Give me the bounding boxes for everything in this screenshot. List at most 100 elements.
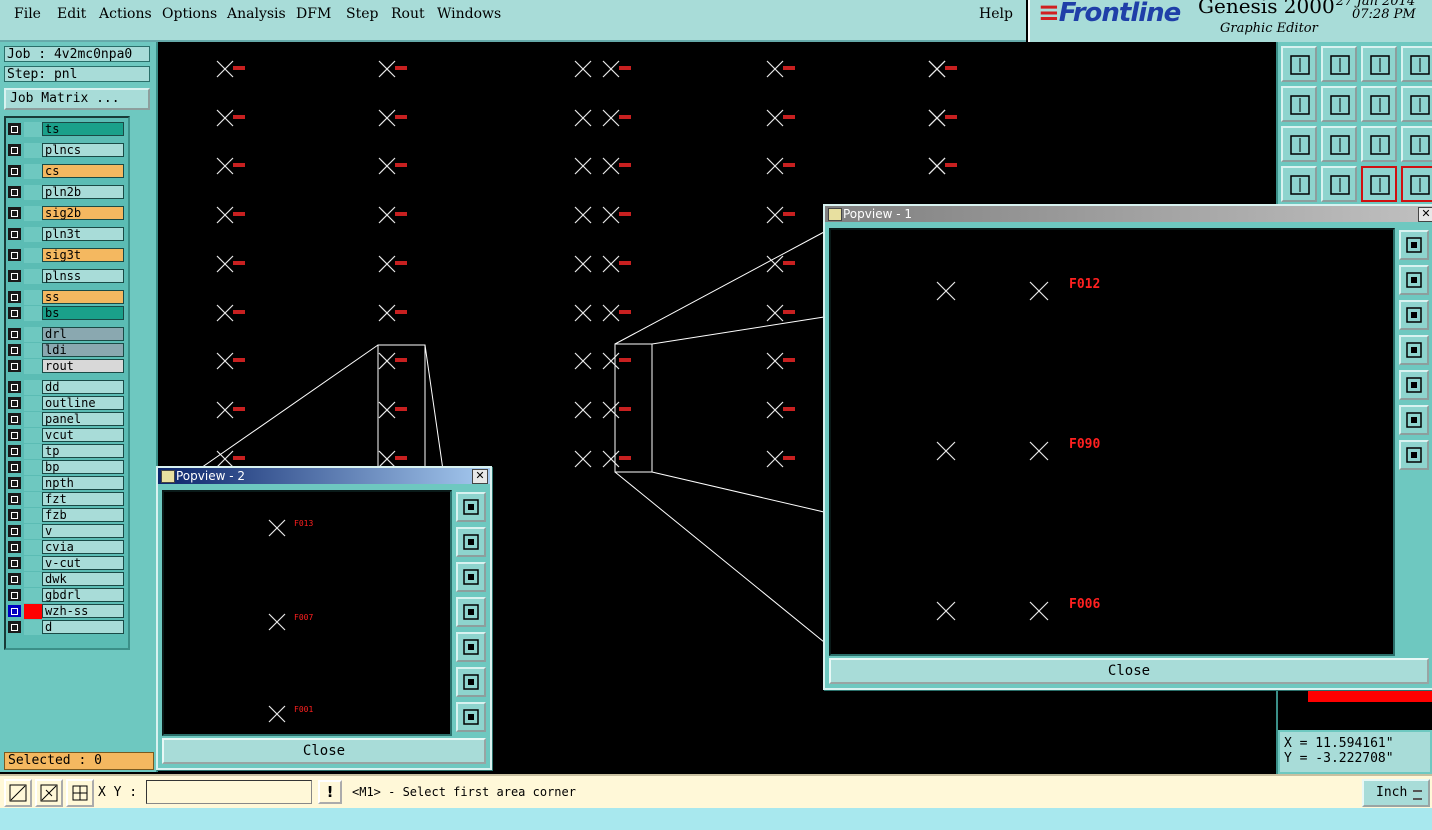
- scale-icon[interactable]: [1361, 126, 1397, 162]
- layer-row-npth[interactable]: npth: [6, 476, 128, 491]
- measure-icon[interactable]: [35, 779, 63, 807]
- popview-1-close-button[interactable]: Close: [829, 658, 1429, 684]
- zoom-fit-icon[interactable]: [1399, 405, 1429, 435]
- pan-up-icon[interactable]: [1399, 265, 1429, 295]
- pan-left-icon[interactable]: [456, 597, 486, 627]
- layer-checkbox[interactable]: [8, 344, 21, 356]
- close-icon[interactable]: ✕: [1418, 207, 1432, 222]
- layer-row-tp[interactable]: tp: [6, 444, 128, 459]
- layer-name[interactable]: fzb: [42, 508, 124, 522]
- layer-name[interactable]: plnss: [42, 269, 124, 283]
- layer-row-wzh-ss[interactable]: wzh-ss: [6, 604, 128, 619]
- layer-name[interactable]: sig2b: [42, 206, 124, 220]
- traffic-light-icon[interactable]: [1361, 166, 1397, 202]
- menu-windows[interactable]: Windows: [437, 6, 502, 22]
- menu-analysis[interactable]: Analysis: [227, 6, 286, 22]
- layer-checkbox[interactable]: [8, 429, 21, 441]
- layer-row-ts[interactable]: ts: [6, 122, 128, 137]
- zoom-home-icon[interactable]: [456, 492, 486, 522]
- layer-checkbox[interactable]: [8, 165, 21, 177]
- layer-checkbox[interactable]: [8, 477, 21, 489]
- layer-row-v-cut[interactable]: v-cut: [6, 556, 128, 571]
- layer-row-pln3t[interactable]: pln3t: [6, 227, 128, 242]
- layer-checkbox[interactable]: [8, 557, 21, 569]
- layer-name[interactable]: outline: [42, 396, 124, 410]
- job-matrix-button[interactable]: Job Matrix ...: [4, 88, 150, 110]
- popview-2-titlebar[interactable]: Popview - 2: [158, 468, 490, 484]
- layer-checkbox[interactable]: [8, 397, 21, 409]
- layer-name[interactable]: cvia: [42, 540, 124, 554]
- layer-name[interactable]: vcut: [42, 428, 124, 442]
- layer-checkbox[interactable]: [8, 307, 21, 319]
- layer-checkbox[interactable]: [8, 525, 21, 537]
- layer-row-plncs[interactable]: plncs: [6, 143, 128, 158]
- layer-row-fzt[interactable]: fzt: [6, 492, 128, 507]
- layer-row-ldi[interactable]: ldi: [6, 343, 128, 358]
- layer-name[interactable]: dwk: [42, 572, 124, 586]
- layer-name[interactable]: v-cut: [42, 556, 124, 570]
- layer-checkbox[interactable]: [8, 445, 21, 457]
- layer-row-panel[interactable]: panel: [6, 412, 128, 427]
- home-icon[interactable]: [1361, 46, 1397, 82]
- layer-name[interactable]: rout: [42, 359, 124, 373]
- close-icon[interactable]: ✕: [472, 469, 488, 484]
- layer-checkbox[interactable]: [8, 228, 21, 240]
- layer-row-dd[interactable]: dd: [6, 380, 128, 395]
- menu-edit[interactable]: Edit: [57, 6, 87, 22]
- menu-dfm[interactable]: DFM: [296, 6, 332, 22]
- layer-row-bp[interactable]: bp: [6, 460, 128, 475]
- layer-checkbox[interactable]: [8, 328, 21, 340]
- layer-name[interactable]: v: [42, 524, 124, 538]
- layer-name[interactable]: npth: [42, 476, 124, 490]
- layer-name[interactable]: wzh-ss: [42, 604, 124, 618]
- layer-row-cs[interactable]: cs: [6, 164, 128, 179]
- layer-name[interactable]: pln2b: [42, 185, 124, 199]
- layer-checkbox[interactable]: [8, 123, 21, 135]
- layer-name[interactable]: ss: [42, 290, 124, 304]
- layer-name[interactable]: panel: [42, 412, 124, 426]
- zoom-center-icon[interactable]: [456, 702, 486, 732]
- pan-left-icon[interactable]: [1399, 335, 1429, 365]
- move-left-icon[interactable]: [1281, 86, 1317, 122]
- layer-row-v[interactable]: v: [6, 524, 128, 539]
- menu-actions[interactable]: Actions: [99, 6, 152, 22]
- zoom-home-icon[interactable]: [1399, 230, 1429, 260]
- layer-checkbox[interactable]: [8, 144, 21, 156]
- layer-checkbox[interactable]: [8, 186, 21, 198]
- layer-row-drl[interactable]: drl: [6, 327, 128, 342]
- layer-row-cvia[interactable]: cvia: [6, 540, 128, 555]
- layer-checkbox[interactable]: [8, 291, 21, 303]
- layer-name[interactable]: ts: [42, 122, 124, 136]
- layer-checkbox[interactable]: [8, 493, 21, 505]
- layer-row-plnss[interactable]: plnss: [6, 269, 128, 284]
- exclamation-icon[interactable]: !: [318, 780, 342, 804]
- pan-down-icon[interactable]: [1399, 300, 1429, 330]
- layer-checkbox[interactable]: [8, 509, 21, 521]
- grid-icon[interactable]: [1321, 166, 1357, 202]
- zoom-fit-icon[interactable]: [456, 667, 486, 697]
- layer-checkbox[interactable]: [8, 207, 21, 219]
- fit-icon[interactable]: [1281, 126, 1317, 162]
- layer-row-bs[interactable]: bs: [6, 306, 128, 321]
- menu-step[interactable]: Step: [346, 6, 379, 22]
- signal-icon[interactable]: [1401, 166, 1432, 202]
- layer-row-d[interactable]: d: [6, 620, 128, 635]
- layer-name[interactable]: drl: [42, 327, 124, 341]
- move-right-icon[interactable]: [1321, 86, 1357, 122]
- layer-row-dwk[interactable]: dwk: [6, 572, 128, 587]
- layer-checkbox[interactable]: [8, 461, 21, 473]
- layer-checkbox[interactable]: [8, 541, 21, 553]
- layer-down-icon[interactable]: [1321, 46, 1357, 82]
- undo-icon[interactable]: [1361, 86, 1397, 122]
- grid-snap-icon[interactable]: [66, 779, 94, 807]
- layer-row-sig3t[interactable]: sig3t: [6, 248, 128, 263]
- layer-name[interactable]: gbdrl: [42, 588, 124, 602]
- help-icon[interactable]: [1401, 126, 1432, 162]
- center-icon[interactable]: [1321, 126, 1357, 162]
- layer-name[interactable]: fzt: [42, 492, 124, 506]
- zoom-area-icon[interactable]: [4, 779, 32, 807]
- layer-name[interactable]: cs: [42, 164, 124, 178]
- pan-up-icon[interactable]: [456, 527, 486, 557]
- layer-name[interactable]: bs: [42, 306, 124, 320]
